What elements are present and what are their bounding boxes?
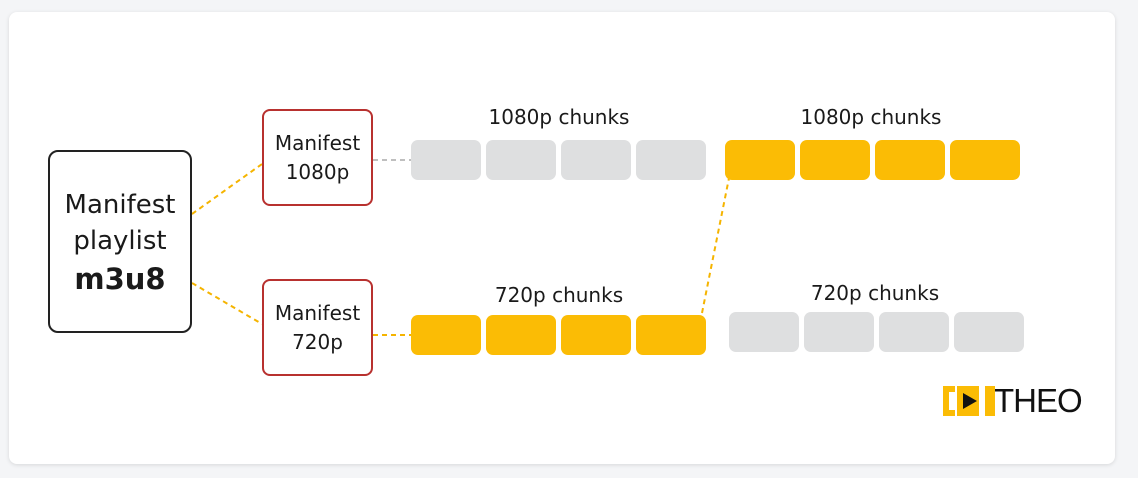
manifest-720p-line2: 720p [292, 329, 343, 354]
manifest-720p-line1: Manifest [274, 300, 361, 325]
chunk-block [486, 315, 556, 355]
play-icon [943, 386, 995, 416]
playlist-label-line1: Manifest [64, 189, 176, 220]
chunk-block [879, 312, 949, 352]
chunk-block [954, 312, 1024, 352]
chunk-block [729, 312, 799, 352]
chunk-block [804, 312, 874, 352]
chunk-block [486, 140, 556, 180]
theo-logo: THEO [941, 382, 1083, 419]
diagram-card [9, 12, 1115, 464]
chunk-block [725, 140, 795, 180]
chunk-group-label: 720p chunks [494, 283, 624, 307]
chunk-block [561, 315, 631, 355]
manifest-720p-box: Manifest 720p [262, 279, 373, 376]
chunk-block [950, 140, 1020, 180]
chunk-block [636, 140, 706, 180]
manifest-1080p-box: Manifest 1080p [262, 109, 373, 206]
chunk-group-label: 1080p chunks [488, 105, 630, 129]
chunk-group-label: 720p chunks [810, 281, 940, 305]
chunk-block [561, 140, 631, 180]
chunk-block [411, 140, 481, 180]
chunk-block [875, 140, 945, 180]
chunk-block [636, 315, 706, 355]
chunk-block [411, 315, 481, 355]
playlist-format: m3u8 [74, 261, 166, 296]
chunk-block [800, 140, 870, 180]
manifest-1080p-line2: 1080p [285, 159, 350, 184]
manifest-playlist-box: Manifest playlist m3u8 [48, 150, 192, 333]
logo-text: THEO [994, 382, 1083, 419]
playlist-label-line2: playlist [73, 225, 167, 256]
manifest-1080p-line1: Manifest [274, 130, 361, 155]
chunk-group-label: 1080p chunks [800, 105, 942, 129]
